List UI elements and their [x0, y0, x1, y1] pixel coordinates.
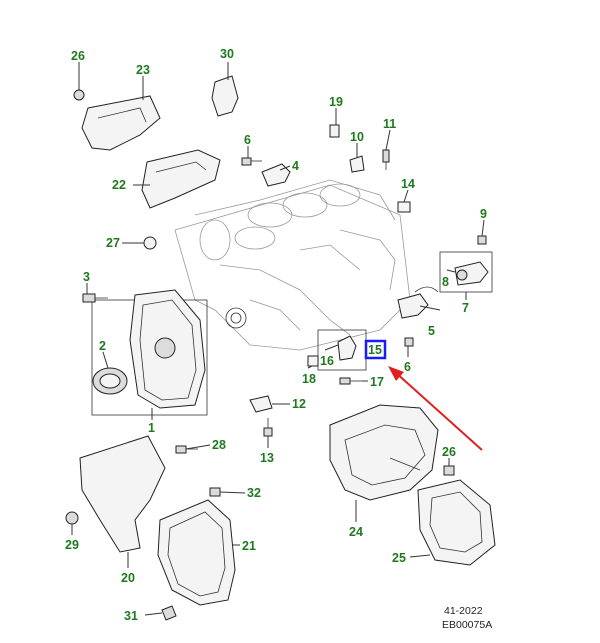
sensor-14-part [397, 201, 411, 213]
callout-27[interactable]: 27 [106, 236, 120, 250]
shield-30-part [211, 75, 239, 117]
bolt-11-part [382, 149, 390, 170]
callout-23[interactable]: 23 [136, 63, 150, 77]
callout-labels: 1 2 3 4 5 6 6 7 8 9 10 11 12 13 14 15 16… [65, 47, 487, 623]
callout-15[interactable]: 15 [368, 343, 382, 357]
engine-block [174, 179, 411, 351]
timing-cover-part [91, 289, 208, 416]
cover-20-part [79, 435, 166, 553]
callout-5[interactable]: 5 [428, 324, 435, 338]
callout-11[interactable]: 11 [383, 117, 396, 131]
heat-shield-25-part [417, 479, 496, 566]
nut-29-part [65, 511, 79, 525]
callout-7[interactable]: 7 [462, 301, 469, 315]
sensor-5-part [397, 286, 439, 319]
bolt-9-part [477, 235, 487, 245]
bracket-23-part [81, 95, 161, 151]
crankshaft-seal-part [92, 367, 128, 395]
callout-20[interactable]: 20 [121, 571, 135, 585]
callout-2[interactable]: 2 [99, 339, 106, 353]
callout-26-upper[interactable]: 26 [71, 49, 85, 63]
pointer-arrow [388, 366, 483, 451]
callout-13[interactable]: 13 [260, 451, 274, 465]
bolt-6-upper-part [241, 157, 262, 166]
bolt-6-lower-part [404, 337, 414, 347]
nut-26-upper-part [73, 89, 85, 101]
sensor-group-part [307, 329, 367, 385]
callout-3[interactable]: 3 [83, 270, 90, 284]
bolt-13-part [263, 418, 273, 437]
callout-4[interactable]: 4 [292, 159, 299, 173]
callout-19[interactable]: 19 [329, 95, 343, 109]
clip-32-part [209, 487, 221, 497]
callout-28[interactable]: 28 [212, 438, 226, 452]
clip-31-part [161, 605, 177, 621]
cover-21-part [157, 499, 236, 606]
callout-22[interactable]: 22 [112, 178, 126, 192]
nut-26-lower-part [443, 465, 455, 476]
clip-10-part [349, 155, 365, 173]
bracket-22-part [141, 149, 221, 209]
callout-9[interactable]: 9 [480, 207, 487, 221]
callout-10[interactable]: 10 [350, 130, 364, 144]
callout-6-upper[interactable]: 6 [244, 133, 251, 147]
callout-30[interactable]: 30 [220, 47, 234, 61]
bracket-4-part [261, 163, 291, 187]
callout-17[interactable]: 17 [370, 375, 384, 389]
callout-1[interactable]: 1 [148, 421, 155, 435]
callout-31[interactable]: 31 [124, 609, 138, 623]
callout-25[interactable]: 25 [392, 551, 406, 565]
sleeve-19-part [329, 124, 340, 138]
bracket-12-part [249, 395, 273, 413]
callout-21[interactable]: 21 [242, 539, 256, 553]
cylinder-head-24-part [329, 404, 439, 501]
callout-15-highlight [364, 339, 387, 360]
footer-date-code: 41-2022 [444, 605, 483, 617]
callout-32[interactable]: 32 [247, 486, 261, 500]
footer-illustration-id: EB00075A [442, 619, 492, 631]
callout-16[interactable]: 16 [320, 354, 334, 368]
callout-14[interactable]: 14 [401, 177, 415, 191]
callout-24[interactable]: 24 [349, 525, 363, 539]
callout-8[interactable]: 8 [442, 275, 449, 289]
callout-18[interactable]: 18 [302, 372, 316, 386]
callout-29[interactable]: 29 [65, 538, 79, 552]
callout-6-lower[interactable]: 6 [404, 360, 411, 374]
plug-27-part [143, 236, 157, 250]
callout-26-lower[interactable]: 26 [442, 445, 456, 459]
callout-12[interactable]: 12 [292, 397, 306, 411]
leader-lines [71, 62, 485, 616]
bolt-3-part [82, 293, 108, 303]
